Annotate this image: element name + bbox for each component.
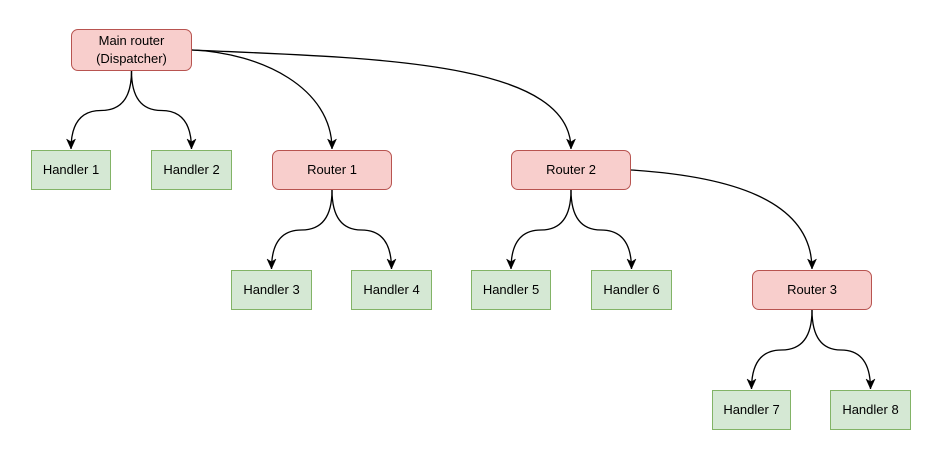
edge-main-router-to-router-1 [191,49,338,150]
edge-router-2-to-router-3 [630,169,818,270]
node-router-2: Router 2 [511,150,631,190]
node-router-1: Router 1 [272,150,392,190]
edge-router-3-to-handler-8 [811,309,876,390]
node-main-router: Main router (Dispatcher) [71,29,192,71]
edge-router-3-to-handler-7 [746,309,813,390]
edge-router-2-to-handler-6 [570,189,637,270]
node-handler-5: Handler 5 [471,270,551,310]
edge-main-router-to-handler-2 [130,70,197,150]
edge-main-router-to-handler-1 [65,70,133,150]
node-handler-2: Handler 2 [151,150,232,190]
node-handler-3: Handler 3 [231,270,312,310]
edge-router-2-to-handler-5 [505,189,572,270]
node-handler-4: Handler 4 [351,270,432,310]
edge-router-1-to-handler-4 [331,189,397,270]
edge-main-router-to-router-2 [191,49,577,150]
edge-router-1-to-handler-3 [266,189,333,270]
node-handler-7: Handler 7 [712,390,791,430]
node-handler-1: Handler 1 [31,150,111,190]
node-handler-6: Handler 6 [591,270,672,310]
node-router-3: Router 3 [752,270,872,310]
node-handler-8: Handler 8 [830,390,911,430]
